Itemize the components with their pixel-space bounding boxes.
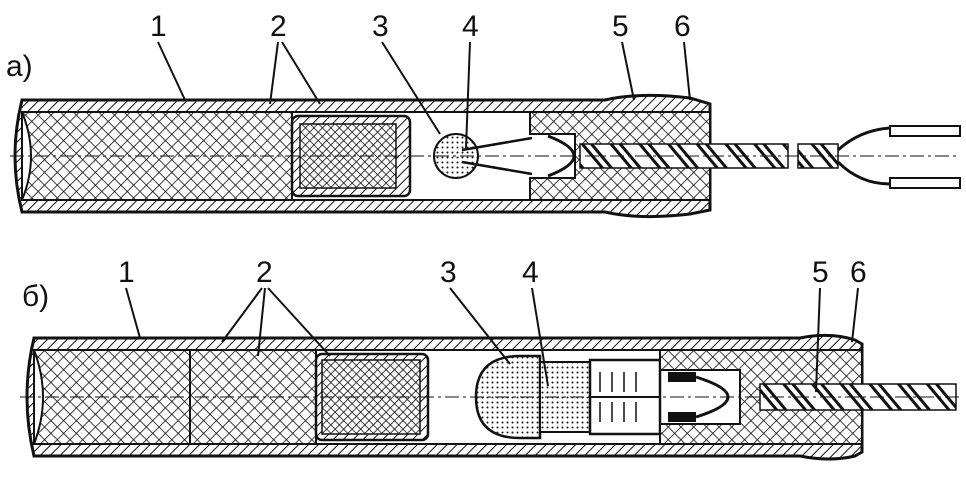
- leader-b-2a: [221, 287, 263, 343]
- callout-a-1: 1: [150, 10, 167, 43]
- leader-b-2c: [267, 287, 331, 357]
- callout-a-4: 4: [462, 10, 479, 43]
- lead-wire-a1: [461, 136, 533, 152]
- diagram-b: б) 1 2: [20, 256, 960, 461]
- leader-b-5: [815, 287, 821, 393]
- leader-a-2b: [281, 41, 321, 105]
- wire-insulation-a1: [889, 125, 961, 137]
- variant-label-b: б): [22, 280, 49, 313]
- callout-b-5: 5: [812, 256, 829, 289]
- leader-a-1: [157, 41, 186, 101]
- main-charge-b: [32, 349, 191, 445]
- callouts-b: 1 2 3 4 5 6: [118, 256, 867, 393]
- variant-label-a: а): [6, 50, 33, 83]
- diagram-a: а) 1 2 3: [6, 10, 961, 219]
- wire-insulation-a2: [889, 177, 961, 189]
- callouts-a: 1 2 3 4 5 6: [150, 10, 691, 149]
- leader-a-3: [381, 41, 441, 135]
- leader-b-6: [851, 287, 859, 343]
- leader-a-4: [465, 41, 471, 149]
- callout-a-3: 3: [372, 10, 389, 43]
- wire-crimp-b1: [668, 372, 696, 382]
- leader-b-4: [531, 287, 549, 387]
- leader-a-6: [683, 41, 691, 101]
- callout-a-6: 6: [674, 10, 691, 43]
- wire-crimp-b2: [668, 412, 696, 422]
- leader-b-2b: [257, 287, 266, 357]
- callout-b-2: 2: [256, 256, 273, 289]
- bridge-ticks-b: [599, 372, 637, 422]
- callout-b-1: 1: [118, 256, 135, 289]
- leader-b-3: [449, 287, 511, 365]
- callout-a-2: 2: [270, 10, 287, 43]
- callout-b-3: 3: [440, 256, 457, 289]
- main-charge-a: [20, 111, 293, 201]
- wire-loop-a: [547, 134, 576, 178]
- leader-b-1: [125, 287, 141, 339]
- lead-wire-a2: [461, 160, 533, 176]
- callout-b-6: 6: [850, 256, 867, 289]
- leader-a-2a: [269, 41, 279, 105]
- callout-b-4: 4: [522, 256, 539, 289]
- callout-a-5: 5: [612, 10, 629, 43]
- leader-a-5: [621, 41, 635, 101]
